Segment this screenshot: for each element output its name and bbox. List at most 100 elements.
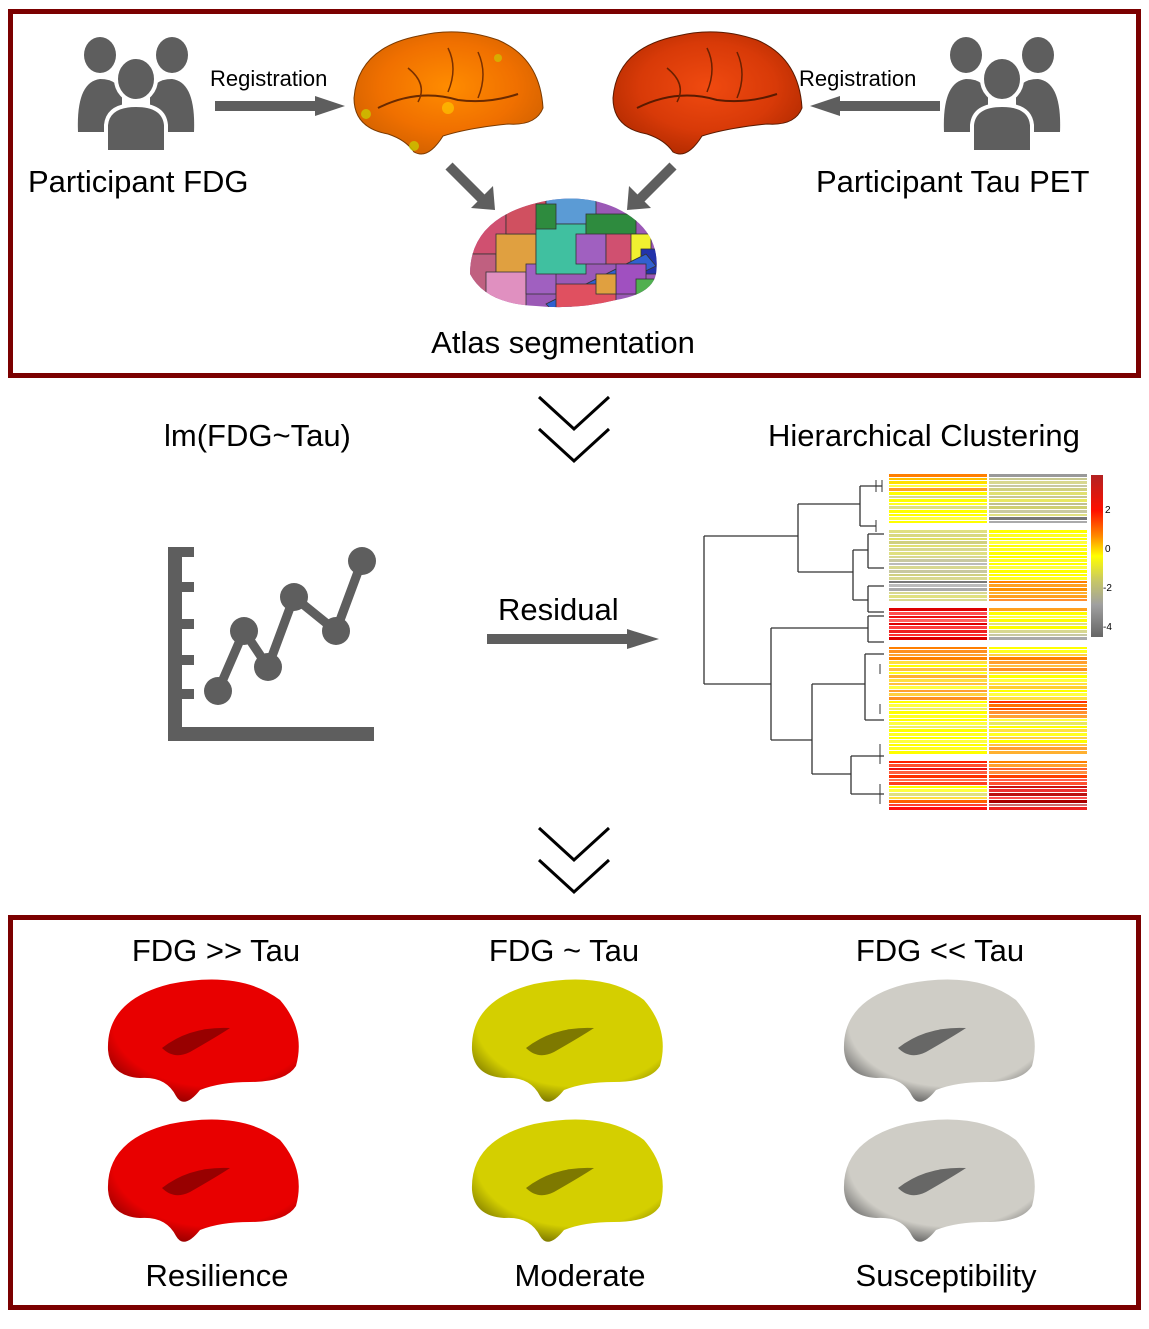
heatmap-cell — [889, 736, 987, 740]
colorbar-tick: -2 — [1103, 583, 1112, 594]
heatmap-cell — [889, 796, 987, 800]
people-group-icon — [943, 37, 1061, 154]
heatmap-cell — [989, 693, 1087, 697]
heatmap-cell — [989, 591, 1087, 595]
brain-surface-tau — [612, 31, 803, 155]
heatmap-cell — [989, 622, 1087, 626]
heatmap-cell — [989, 633, 1087, 637]
heatmap-cell — [989, 502, 1087, 506]
heatmap-colorbar — [1091, 475, 1103, 637]
lm-formula-label: lm(FDG~Tau) — [164, 418, 351, 453]
brain-surface-lateral — [471, 979, 663, 1102]
heatmap-cell — [889, 800, 987, 803]
left-arrow-icon — [810, 96, 940, 116]
heatmap-cell — [989, 668, 1087, 671]
left-registration-label: Registration — [210, 66, 328, 91]
heatmap-cell — [989, 751, 1087, 754]
heatmap-cell — [889, 675, 987, 679]
heatmap-cell — [889, 743, 987, 747]
heatmap-cell — [989, 537, 1087, 541]
heatmap-cell — [989, 626, 1087, 629]
heatmap-cell — [989, 664, 1087, 668]
residual-arrow-icon — [487, 629, 659, 649]
heatmap-cell — [889, 577, 987, 580]
heatmap-cell — [989, 608, 1087, 611]
heatmap-cell — [889, 782, 987, 785]
heatmap-cell — [989, 740, 1087, 743]
heatmap-cell — [989, 541, 1087, 544]
heatmap-cell — [989, 697, 1087, 700]
hierarchical-clustering-label: Hierarchical Clustering — [768, 418, 1080, 453]
heatmap-cell — [989, 629, 1087, 633]
heatmap-cell — [889, 548, 987, 551]
heatmap-cell — [889, 764, 987, 767]
heatmap-cell — [889, 619, 987, 622]
heatmap-cell — [989, 785, 1087, 789]
brain-surface-medial — [843, 1119, 1035, 1242]
double-chevron-down-icon — [537, 395, 611, 464]
heatmap-cell — [889, 591, 987, 595]
heatmap-cell — [889, 707, 987, 711]
dendrogram — [703, 480, 884, 804]
heatmap-cell — [889, 789, 987, 792]
heatmap-cell — [889, 803, 987, 807]
heatmap-cell — [889, 725, 987, 729]
heatmap-cell — [989, 517, 1087, 520]
heatmap-cell — [889, 760, 987, 764]
heatmap-cell — [989, 481, 1087, 484]
heatmap-cell — [989, 544, 1087, 548]
heatmap-cell — [889, 559, 987, 562]
heatmap-cell — [989, 587, 1087, 591]
heatmap-cell — [989, 598, 1087, 602]
heatmap-cell — [989, 743, 1087, 747]
group-title-moderate: FDG ~ Tau — [488, 933, 640, 968]
heatmap-cell — [889, 541, 987, 544]
heatmap-cell — [889, 629, 987, 633]
heatmap-cell — [889, 747, 987, 751]
heatmap-cell — [889, 653, 987, 657]
heatmap-cell — [889, 551, 987, 555]
heatmap-cell — [989, 580, 1087, 584]
heatmap-cell — [989, 682, 1087, 686]
heatmap-cell — [989, 491, 1087, 495]
heatmap-cell — [989, 495, 1087, 499]
heatmap-cell — [889, 664, 987, 668]
heatmap-cell — [889, 615, 987, 619]
heatmap-cell — [989, 533, 1087, 537]
heatmap-cell — [989, 646, 1087, 650]
brain-surface-lateral — [107, 979, 299, 1102]
heatmap-cell — [889, 608, 987, 611]
heatmap-cell — [889, 491, 987, 495]
heatmap-cell — [889, 650, 987, 653]
heatmap-cell — [989, 760, 1087, 764]
right-registration-label: Registration — [799, 66, 917, 91]
heatmap-cell — [889, 622, 987, 626]
heatmap-cell — [889, 767, 987, 771]
people-group-icon — [77, 37, 195, 154]
heatmap-cell — [989, 700, 1087, 704]
heatmap-cell — [989, 675, 1087, 679]
heatmap-cell — [989, 619, 1087, 622]
heatmap-cell — [989, 530, 1087, 533]
heatmap-cell — [989, 637, 1087, 640]
heatmap-cell — [889, 520, 987, 524]
heatmap-cell — [989, 807, 1087, 810]
heatmap-cell — [889, 700, 987, 704]
heatmap-cell — [889, 495, 987, 499]
heatmap-cell — [989, 789, 1087, 792]
participant-fdg-label: Participant FDG — [28, 164, 249, 199]
heatmap-cell — [889, 587, 987, 591]
heatmap-cell — [989, 671, 1087, 675]
group-title-resilience: FDG >> Tau — [131, 933, 301, 968]
heatmap-cell — [989, 711, 1087, 715]
heatmap-cell — [989, 778, 1087, 782]
heatmap-cell — [989, 548, 1087, 551]
double-chevron-down-icon — [537, 826, 611, 895]
heatmap-cell — [889, 533, 987, 537]
heatmap-cell — [889, 569, 987, 573]
colorbar-tick: 0 — [1105, 544, 1111, 555]
heatmap-cell — [889, 517, 987, 520]
heatmap-cell — [989, 800, 1087, 803]
heatmap-cell — [989, 722, 1087, 725]
heatmap-cell — [989, 509, 1087, 513]
